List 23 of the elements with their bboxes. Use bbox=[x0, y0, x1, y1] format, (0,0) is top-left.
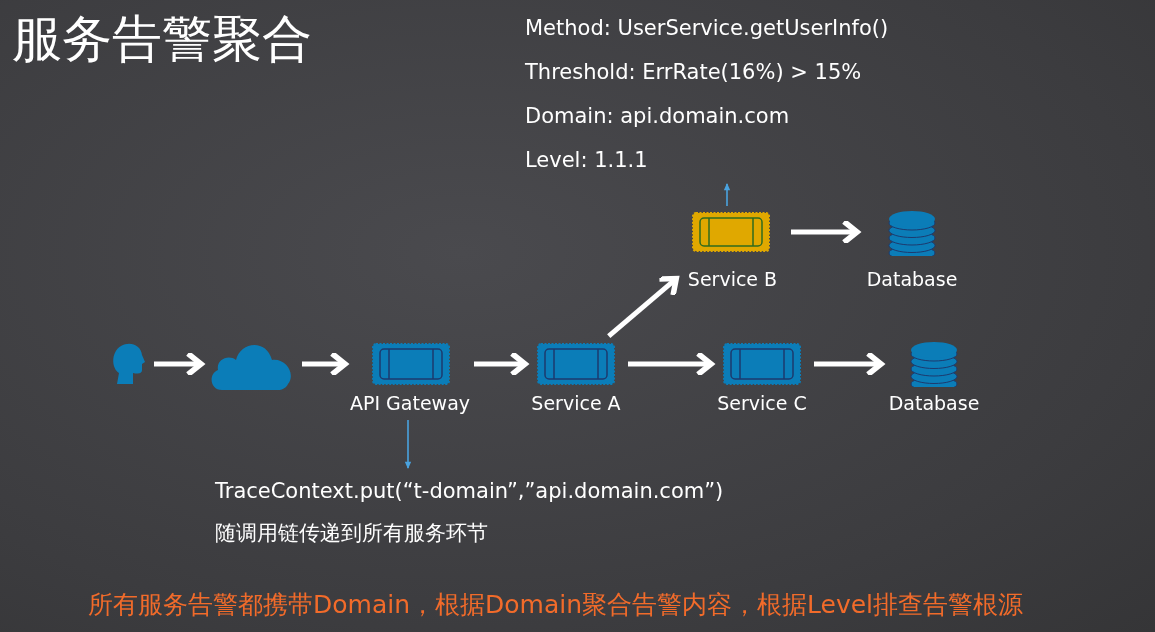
node-label: Database bbox=[865, 268, 959, 290]
arrow bbox=[791, 220, 860, 244]
note-text: Level: 1.1.1 bbox=[525, 147, 649, 174]
note-text: Domain: api.domain.com bbox=[525, 103, 791, 130]
note-text: TraceContext.put(“t-domain”,”api.domain.com”) bbox=[215, 478, 725, 505]
caption: 所有服务告警都携带Domain，根据Domain聚合告警内容，根据Level排查告警根源 bbox=[88, 589, 1023, 621]
title: 服务告警聚合 bbox=[12, 9, 312, 70]
arrow bbox=[607, 275, 679, 338]
node-label: Service C bbox=[716, 392, 808, 414]
arrow bbox=[154, 352, 204, 376]
node-label: API Gateway bbox=[350, 392, 468, 414]
arrow bbox=[404, 419, 412, 469]
arrow bbox=[723, 183, 731, 207]
arrow bbox=[628, 352, 714, 376]
note-text: Threshold: ErrRate(16%) > 15% bbox=[525, 59, 863, 86]
node-label: Service A bbox=[530, 392, 622, 414]
arrow bbox=[814, 352, 884, 376]
arrow bbox=[302, 352, 348, 376]
arrow bbox=[474, 352, 528, 376]
node-label: Service B bbox=[686, 268, 779, 290]
note-text: 随调用链传递到所有服务环节 bbox=[215, 520, 489, 547]
note-text: Method: UserService.getUserInfo() bbox=[525, 15, 890, 42]
node-label: Database bbox=[887, 392, 981, 414]
